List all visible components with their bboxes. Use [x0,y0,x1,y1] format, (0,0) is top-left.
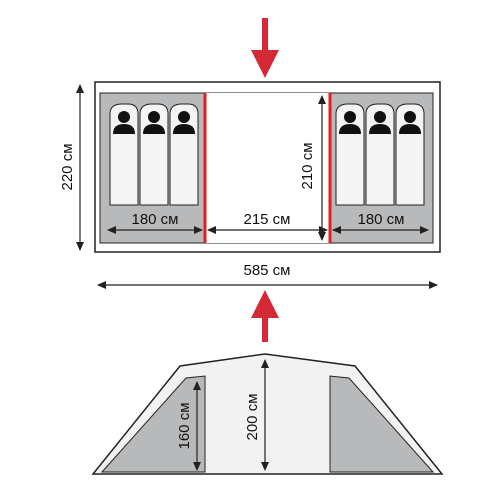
person-icon [143,111,165,134]
right-room-label: 180 см [357,211,404,228]
tent-profile: 200 см 160 см [91,353,444,475]
middle-room-label: 215 см [243,211,290,228]
center-height-label: 200 см [244,393,261,440]
person-icon [173,111,195,134]
room-depth-label: 210 см [299,142,316,189]
floor-plan: 180 см 215 см 180 см 210 см [94,81,441,253]
person-icon [113,111,135,134]
person-icon [399,111,421,134]
total-width-label: 585 см [243,262,290,279]
person-icon [339,111,361,134]
side-height-label: 160 см [176,402,193,449]
top-view-arrow [251,18,279,78]
side-view-arrow [251,290,279,342]
total-depth-label: 220 см [59,143,76,190]
left-room-wall [100,375,206,473]
person-icon [369,111,391,134]
right-room-wall [329,375,435,473]
person-icons [113,111,421,134]
left-room-label: 180 см [131,211,178,228]
